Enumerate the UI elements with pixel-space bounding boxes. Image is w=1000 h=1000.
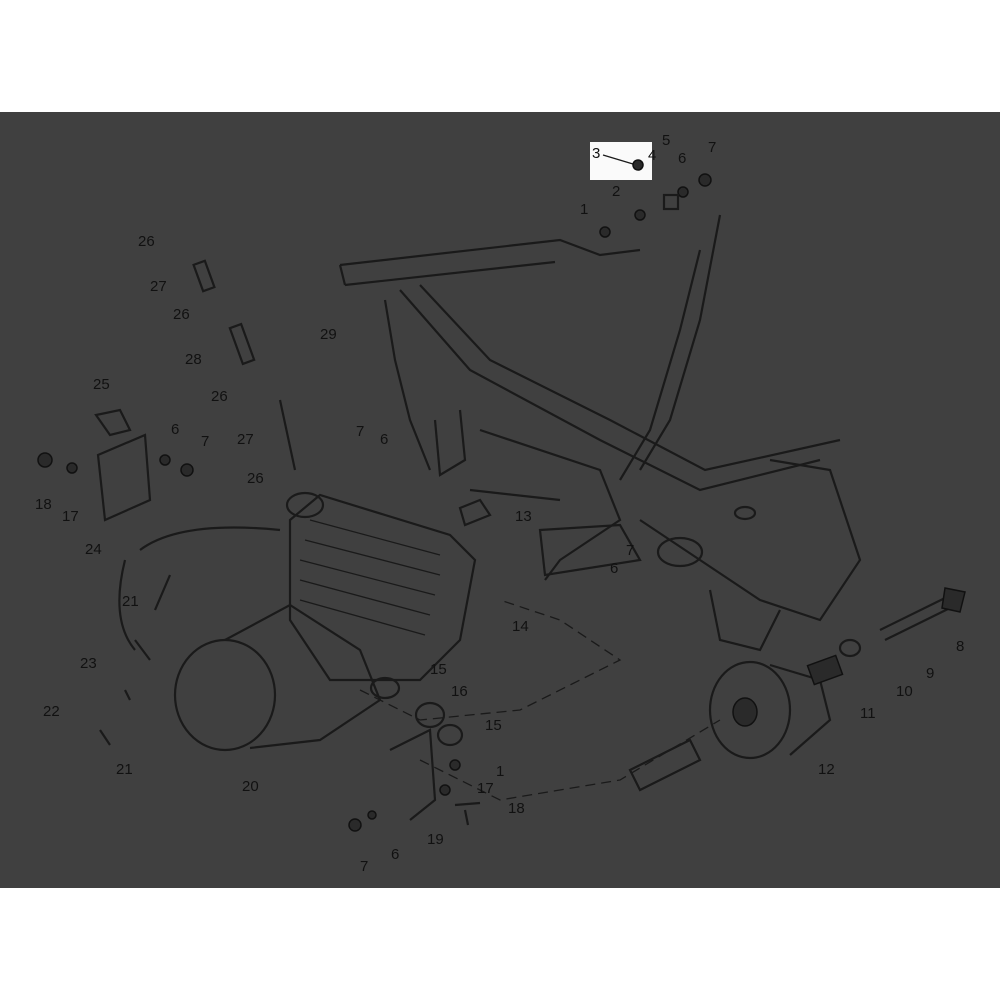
callout-label: 29 <box>320 326 337 343</box>
callout-label: 4 <box>648 147 656 164</box>
callout-label: 7 <box>708 139 716 156</box>
callout-label: 5 <box>662 132 670 149</box>
callout-label: 27 <box>237 431 254 448</box>
callout-label: 6 <box>380 431 388 448</box>
callout-label: 1 <box>496 763 504 780</box>
callout-label: 21 <box>122 593 139 610</box>
callout-label: 7 <box>360 858 368 875</box>
callout-label: 19 <box>427 831 444 848</box>
callout-label: 23 <box>80 655 97 672</box>
callout-label: 26 <box>173 306 190 323</box>
callout-label: 15 <box>485 717 502 734</box>
callout-label: 1 <box>580 201 588 218</box>
bolt-part <box>632 159 644 171</box>
callout-label: 26 <box>138 233 155 250</box>
callout-label: 6 <box>610 560 618 577</box>
callout-label: 8 <box>956 638 964 655</box>
callout-label: 7 <box>201 433 209 450</box>
callout-label: 3 <box>592 145 600 162</box>
callout-label: 6 <box>678 150 686 167</box>
callout-label: 20 <box>242 778 259 795</box>
callout-label: 27 <box>150 278 167 295</box>
callout-label: 15 <box>430 661 447 678</box>
callout-label: 18 <box>508 800 525 817</box>
frame-drawing <box>338 214 862 652</box>
callout-label: 17 <box>62 508 79 525</box>
callout-label: 11 <box>860 705 876 722</box>
callout-label: 6 <box>391 846 399 863</box>
callout-label: 7 <box>356 423 364 440</box>
engine-drawing <box>118 491 721 801</box>
callout-label: 16 <box>451 683 468 700</box>
callout-labels: 3 4 5 6 7 2 1 26 27 26 28 29 25 26 7 6 6… <box>35 132 964 875</box>
callout-label: 9 <box>926 665 934 682</box>
callout-label: 12 <box>818 761 835 778</box>
callout-label: 10 <box>896 683 913 700</box>
callout-label: 6 <box>171 421 179 438</box>
callout-label: 25 <box>93 376 110 393</box>
small-parts <box>37 173 712 832</box>
callout-label: 21 <box>116 761 133 778</box>
callout-label: 22 <box>43 703 60 720</box>
callout-label: 2 <box>612 183 620 200</box>
callout-label: 28 <box>185 351 202 368</box>
diagram-panel <box>0 112 1000 888</box>
callout-label: 13 <box>515 508 532 525</box>
callout-label: 18 <box>35 496 52 513</box>
callout-label: 14 <box>512 618 529 635</box>
clutch-drawing <box>628 587 966 792</box>
callout-label: 26 <box>247 470 264 487</box>
leader-line <box>602 154 634 165</box>
callout-label: 24 <box>85 541 102 558</box>
callout-label: 17 <box>477 780 494 797</box>
callout-label: 7 <box>626 542 634 559</box>
callout-label: 26 <box>211 388 228 405</box>
